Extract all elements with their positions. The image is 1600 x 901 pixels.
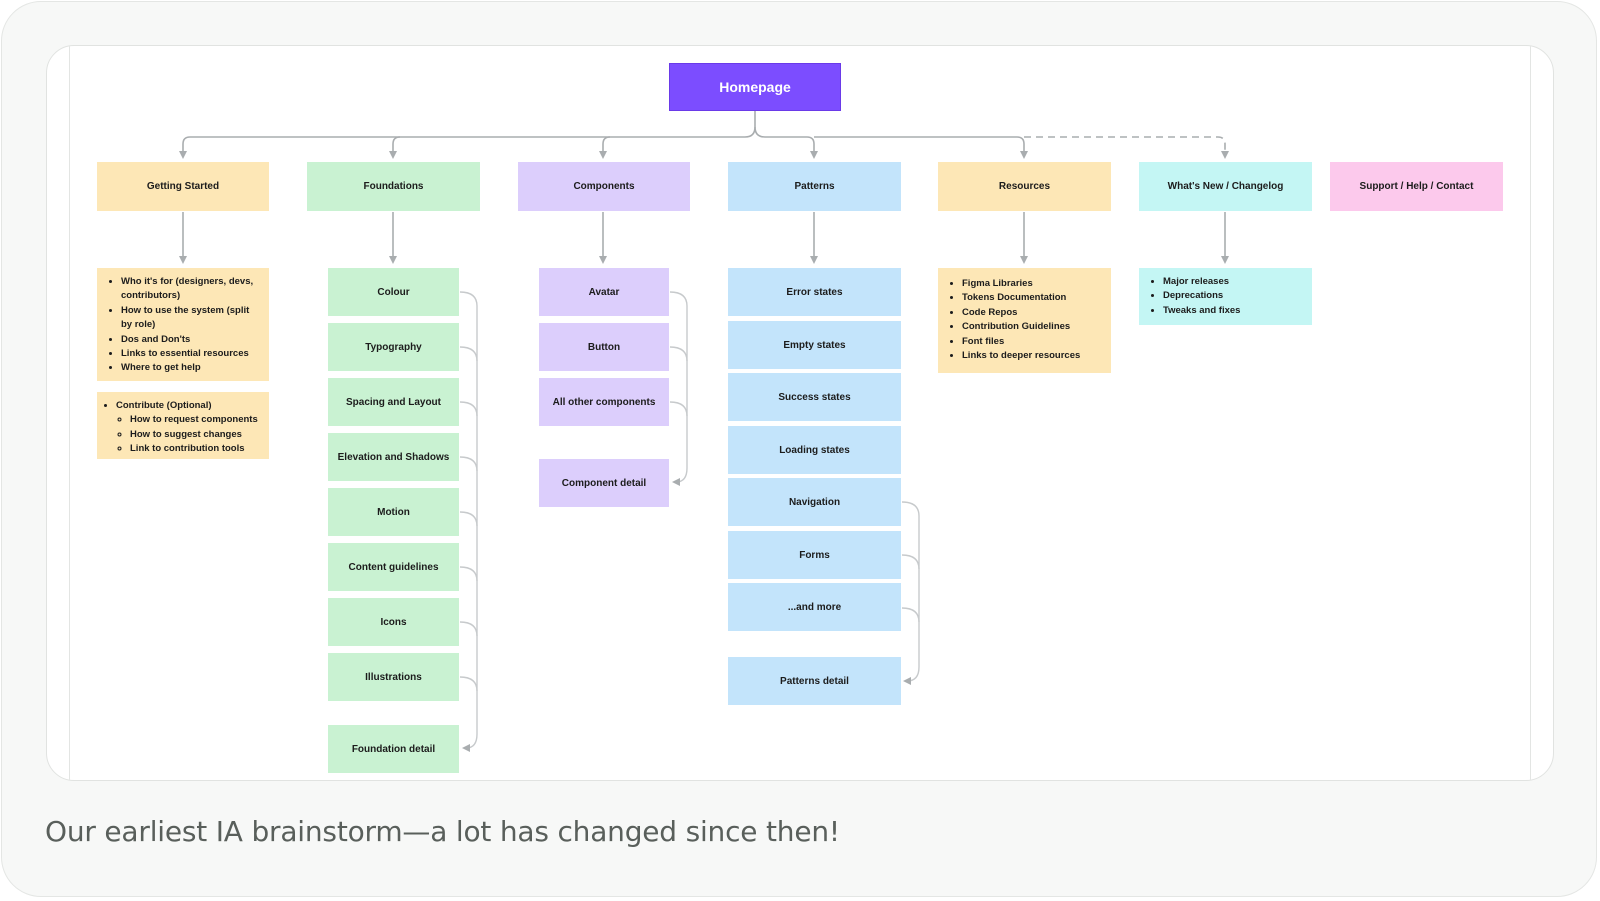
connector-whats-new bbox=[1024, 136, 1229, 159]
list-item: Who it's for (designers, devs, contribut… bbox=[121, 275, 261, 304]
item-label: Avatar bbox=[588, 286, 620, 298]
patterns-detail: Patterns detail bbox=[728, 657, 901, 705]
section-support: Support / Help / Contact bbox=[1330, 162, 1503, 211]
section-label: Resources bbox=[998, 181, 1051, 192]
pattern-item: Success states bbox=[728, 373, 901, 421]
item-label: Success states bbox=[778, 391, 851, 403]
section-foundations: Foundations bbox=[307, 162, 480, 211]
connector-components bbox=[599, 136, 611, 159]
item-label: Loading states bbox=[779, 444, 850, 456]
section-getting-started: Getting Started bbox=[97, 162, 269, 211]
component-item: Button bbox=[539, 323, 669, 371]
section-label: Support / Help / Contact bbox=[1359, 181, 1474, 192]
contribute-list: Contribute (Optional) How to request com… bbox=[97, 392, 269, 459]
homepage-label: Homepage bbox=[719, 79, 791, 95]
item-label: Spacing and Layout bbox=[345, 396, 441, 408]
homepage-node: Homepage bbox=[669, 63, 841, 111]
section-resources: Resources bbox=[938, 162, 1111, 211]
list-item-title: Contribute (Optional) bbox=[116, 400, 212, 411]
item-label: Button bbox=[587, 341, 621, 353]
pattern-item: Forms bbox=[728, 531, 901, 579]
list-item: Code Repos bbox=[962, 306, 1103, 320]
list-item: Tokens Documentation bbox=[962, 291, 1103, 305]
whats-new-list: Major releases Deprecations Tweaks and f… bbox=[1139, 268, 1312, 325]
bracket-foundations bbox=[459, 291, 478, 752]
board-rail-right bbox=[1530, 46, 1531, 780]
connector-resources bbox=[814, 136, 1028, 159]
figure-caption: Our earliest IA brainstorm—a lot has cha… bbox=[45, 815, 840, 848]
foundation-item: Icons bbox=[328, 598, 459, 646]
list-item: Contribute (Optional) How to request com… bbox=[116, 399, 261, 457]
item-label: Foundation detail bbox=[351, 743, 436, 755]
item-label: Elevation and Shadows bbox=[337, 451, 450, 463]
list-item: Link to contribution tools bbox=[130, 442, 261, 456]
item-label: Colour bbox=[377, 286, 410, 298]
bracket-components bbox=[669, 291, 688, 486]
section-label: Foundations bbox=[363, 181, 424, 192]
list-item: Links to deeper resources bbox=[962, 349, 1103, 363]
item-label: Navigation bbox=[788, 496, 841, 508]
getting-started-list: Who it's for (designers, devs, contribut… bbox=[97, 268, 269, 381]
section-label: Getting Started bbox=[146, 181, 220, 192]
item-label: Component detail bbox=[561, 477, 647, 489]
pattern-item: ...and more bbox=[728, 583, 901, 631]
item-label: All other components bbox=[552, 396, 656, 408]
section-label: What's New / Changelog bbox=[1167, 181, 1284, 192]
foundation-detail: Foundation detail bbox=[328, 725, 459, 773]
item-label: Typography bbox=[365, 341, 422, 353]
connector-root bbox=[179, 111, 756, 159]
foundation-item: Content guidelines bbox=[328, 543, 459, 591]
board-rail-left bbox=[69, 46, 70, 780]
list-item: Contribution Guidelines bbox=[962, 320, 1103, 334]
item-label: Icons bbox=[380, 616, 407, 628]
list-item: How to use the system (split by role) bbox=[121, 304, 261, 333]
foundation-item: Typography bbox=[328, 323, 459, 371]
list-item: How to request components bbox=[130, 413, 261, 427]
connector-patterns bbox=[754, 126, 818, 159]
pattern-item: Error states bbox=[728, 268, 901, 316]
section-components: Components bbox=[518, 162, 690, 211]
list-item: Where to get help bbox=[121, 361, 261, 375]
foundation-item: Illustrations bbox=[328, 653, 459, 701]
foundation-item: Elevation and Shadows bbox=[328, 433, 459, 481]
list-item: Tweaks and fixes bbox=[1163, 304, 1304, 318]
section-whats-new: What's New / Changelog bbox=[1139, 162, 1312, 211]
list-item: How to suggest changes bbox=[130, 428, 261, 442]
connector-foundations bbox=[389, 136, 401, 159]
component-detail: Component detail bbox=[539, 459, 669, 507]
item-label: Empty states bbox=[783, 339, 846, 351]
item-label: Content guidelines bbox=[348, 561, 439, 573]
pattern-item: Navigation bbox=[728, 478, 901, 526]
item-label: Forms bbox=[799, 549, 830, 561]
pattern-item: Loading states bbox=[728, 426, 901, 474]
section-patterns: Patterns bbox=[728, 162, 901, 211]
foundation-item: Spacing and Layout bbox=[328, 378, 459, 426]
item-label: Motion bbox=[377, 506, 410, 518]
list-item: Links to essential resources bbox=[121, 347, 261, 361]
list-item: Figma Libraries bbox=[962, 277, 1103, 291]
list-item: Font files bbox=[962, 335, 1103, 349]
list-item: Deprecations bbox=[1163, 289, 1304, 303]
section-label: Components bbox=[573, 181, 635, 192]
resources-list: Figma Libraries Tokens Documentation Cod… bbox=[938, 268, 1111, 373]
foundation-item: Colour bbox=[328, 268, 459, 316]
item-label: ...and more bbox=[787, 601, 842, 613]
pattern-item: Empty states bbox=[728, 321, 901, 369]
section-label: Patterns bbox=[794, 181, 835, 192]
list-item: Major releases bbox=[1163, 275, 1304, 289]
component-item: All other components bbox=[539, 378, 669, 426]
list-item: Dos and Don'ts bbox=[121, 333, 261, 347]
foundation-item: Motion bbox=[328, 488, 459, 536]
bracket-patterns bbox=[901, 501, 920, 685]
item-label: Error states bbox=[786, 286, 843, 298]
component-item: Avatar bbox=[539, 268, 669, 316]
item-label: Patterns detail bbox=[780, 675, 849, 687]
item-label: Illustrations bbox=[365, 671, 422, 683]
